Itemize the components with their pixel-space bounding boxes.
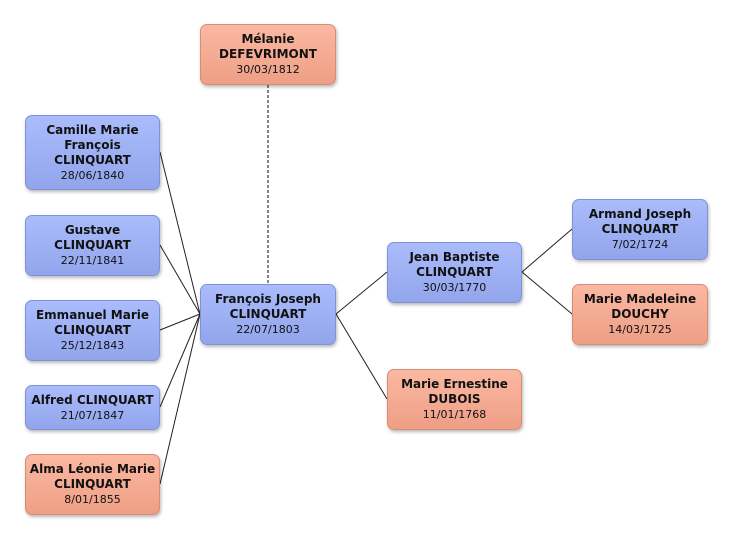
person-card-jean-clinquart[interactable]: Jean Baptiste CLINQUART 30/03/1770 xyxy=(387,242,522,303)
person-name-line: Jean Baptiste xyxy=(409,250,500,264)
person-name-line: DEFEVRIMONT xyxy=(219,47,317,61)
person-name-line: François xyxy=(64,137,121,152)
person-card-gustave-clinquart[interactable]: Gustave CLINQUART 22/11/1841 xyxy=(25,215,160,276)
person-name-line: Armand Joseph xyxy=(588,207,692,221)
person-name-line: CLINQUART xyxy=(416,265,493,279)
person-name-line: Mélanie xyxy=(241,32,295,46)
person-date: 30/03/1812 xyxy=(236,63,300,76)
person-card-ernestine-dubois[interactable]: Marie Ernestine DUBOIS 11/01/1768 xyxy=(387,369,522,430)
link-alfred-francois xyxy=(159,313,201,408)
person-name-line: CLINQUART xyxy=(54,323,131,337)
person-date: 25/12/1843 xyxy=(60,339,125,352)
link-camille-francois xyxy=(159,151,201,315)
person-name-line: Alma Léonie Marie xyxy=(29,462,156,476)
person-name-line: CLINQUART xyxy=(229,307,307,321)
person-name-line: CLINQUART xyxy=(54,238,131,252)
person-name-line: CLINQUART xyxy=(601,222,679,236)
person-card-alfred-clinquart[interactable]: Alfred CLINQUART 21/07/1847 xyxy=(25,385,160,430)
person-date: 21/07/1847 xyxy=(60,408,125,422)
link-emmanuel-francois xyxy=(159,313,201,331)
person-name-line: François Joseph xyxy=(215,292,321,306)
person-name-line: Emmanuel Marie xyxy=(35,308,150,322)
person-date: 7/02/1724 xyxy=(611,238,669,251)
person-date: 14/03/1725 xyxy=(608,323,672,336)
person-card-madeleine-douchy[interactable]: Marie Madeleine DOUCHY 14/03/1725 xyxy=(572,284,708,345)
link-jean-madeleine xyxy=(521,271,573,315)
person-name-line: Camille Marie xyxy=(46,122,139,137)
person-date: 11/01/1768 xyxy=(422,408,487,421)
person-name-line: Marie Madeleine xyxy=(583,292,697,306)
person-card-armand-clinquart[interactable]: Armand Joseph CLINQUART 7/02/1724 xyxy=(572,199,708,260)
person-date: 8/01/1855 xyxy=(64,493,121,506)
link-jean-armand xyxy=(521,228,573,273)
link-alma-francois xyxy=(159,313,201,485)
person-card-francois-clinquart[interactable]: François Joseph CLINQUART 22/07/1803 xyxy=(200,284,336,345)
link-francois-jean xyxy=(335,271,388,315)
person-name-line: Gustave xyxy=(64,223,121,237)
person-name-line: DOUCHY xyxy=(611,307,669,321)
person-name-line: Alfred CLINQUART xyxy=(31,392,154,407)
person-date: 22/07/1803 xyxy=(236,323,300,336)
person-date: 28/06/1840 xyxy=(60,168,125,182)
person-date: 22/11/1841 xyxy=(60,254,125,267)
person-name-line: Marie Ernestine xyxy=(401,377,508,391)
person-name-line: CLINQUART xyxy=(54,477,131,491)
person-card-melanie-defevrimont[interactable]: Mélanie DEFEVRIMONT 30/03/1812 xyxy=(200,24,336,85)
person-card-camille-clinquart[interactable]: Camille Marie François CLINQUART 28/06/1… xyxy=(25,115,160,190)
link-francois-ernestine xyxy=(335,313,388,400)
person-card-alma-clinquart[interactable]: Alma Léonie Marie CLINQUART 8/01/1855 xyxy=(25,454,160,515)
person-name-line: CLINQUART xyxy=(54,152,131,167)
person-card-emmanuel-clinquart[interactable]: Emmanuel Marie CLINQUART 25/12/1843 xyxy=(25,300,160,361)
person-date: 30/03/1770 xyxy=(422,281,487,294)
person-name-line: DUBOIS xyxy=(428,392,481,406)
link-gustave-francois xyxy=(159,244,201,315)
